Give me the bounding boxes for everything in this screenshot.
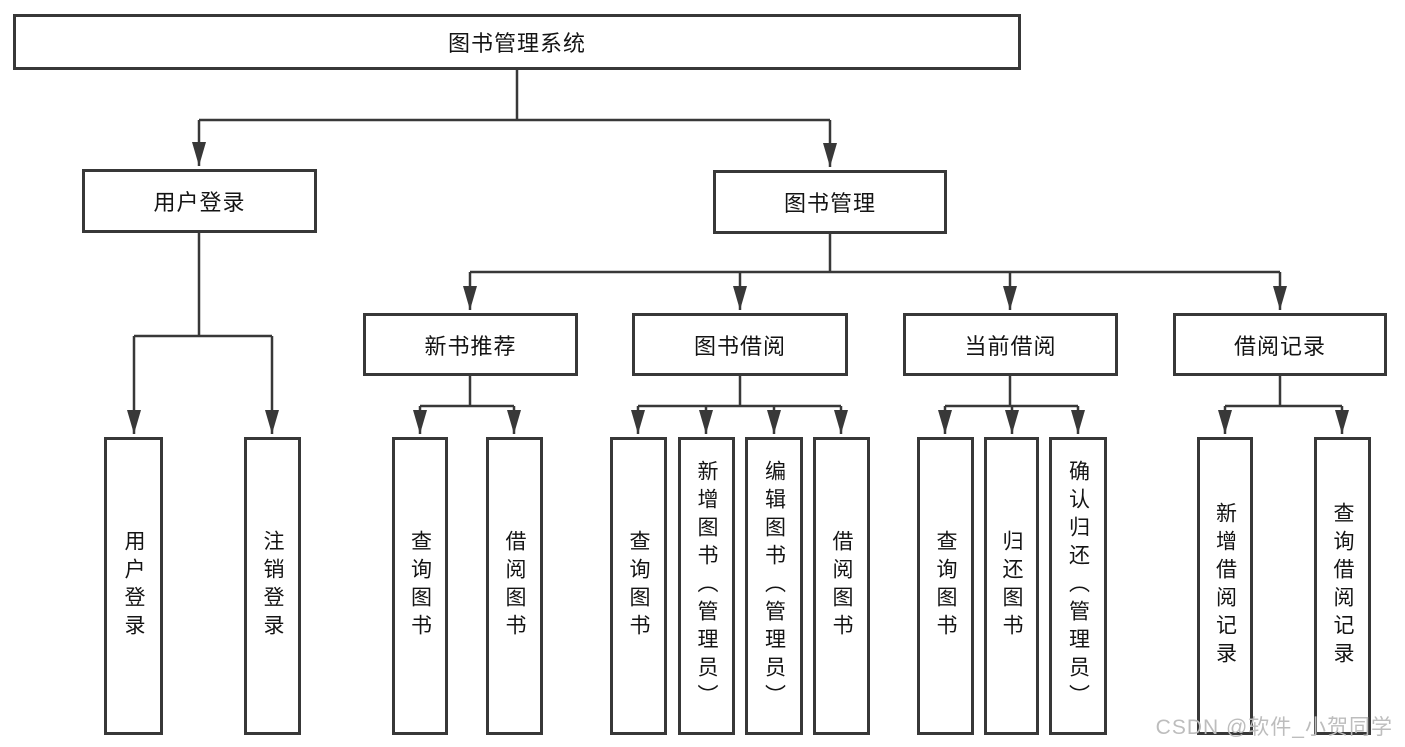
leaf-query-books-borrowing: 查询图书 <box>610 437 667 735</box>
leaf-user-login-label: 用户登录 <box>122 530 145 642</box>
leaf-edit-book-admin-label: 编辑图书（管理员） <box>762 460 786 712</box>
node-new-book-recommendation: 新书推荐 <box>363 313 578 376</box>
leaf-add-book-admin: 新增图书（管理员） <box>678 437 735 735</box>
leaf-borrow-books-borrowing: 借阅图书 <box>813 437 870 735</box>
leaf-query-books-recommend-label: 查询图书 <box>408 530 432 642</box>
leaf-logout: 注销登录 <box>244 437 301 735</box>
csdn-watermark: CSDN @软件_小贺同学 <box>1155 716 1393 739</box>
node-book-management: 图书管理 <box>713 170 947 234</box>
leaf-query-borrow-record: 查询借阅记录 <box>1314 437 1371 735</box>
node-book-borrowing: 图书借阅 <box>632 313 848 376</box>
leaf-query-books-current-label: 查询图书 <box>934 530 957 642</box>
leaf-confirm-return-admin-label: 确认归还（管理员） <box>1066 460 1090 712</box>
leaf-edit-book-admin: 编辑图书（管理员） <box>745 437 803 735</box>
leaf-query-books-borrowing-label: 查询图书 <box>627 530 650 642</box>
node-user-login: 用户登录 <box>82 169 317 233</box>
leaf-query-books-current: 查询图书 <box>917 437 974 735</box>
leaf-query-borrow-record-label: 查询借阅记录 <box>1331 502 1354 670</box>
node-current-borrowing: 当前借阅 <box>903 313 1118 376</box>
node-borrowing-records: 借阅记录 <box>1173 313 1387 376</box>
leaf-return-books-label: 归还图书 <box>1000 530 1023 642</box>
leaf-add-borrow-record: 新增借阅记录 <box>1197 437 1253 735</box>
leaf-confirm-return-admin: 确认归还（管理员） <box>1049 437 1107 735</box>
leaf-add-borrow-record-label: 新增借阅记录 <box>1213 502 1237 670</box>
leaf-borrow-books-recommend-label: 借阅图书 <box>503 530 526 642</box>
leaf-borrow-books-recommend: 借阅图书 <box>486 437 543 735</box>
leaf-add-book-admin-label: 新增图书（管理员） <box>695 460 718 712</box>
leaf-query-books-recommend: 查询图书 <box>392 437 448 735</box>
leaf-return-books: 归还图书 <box>984 437 1039 735</box>
leaf-user-login: 用户登录 <box>104 437 163 735</box>
leaf-borrow-books-borrowing-label: 借阅图书 <box>830 530 853 642</box>
node-root: 图书管理系统 <box>13 14 1021 70</box>
leaf-logout-label: 注销登录 <box>261 530 284 642</box>
